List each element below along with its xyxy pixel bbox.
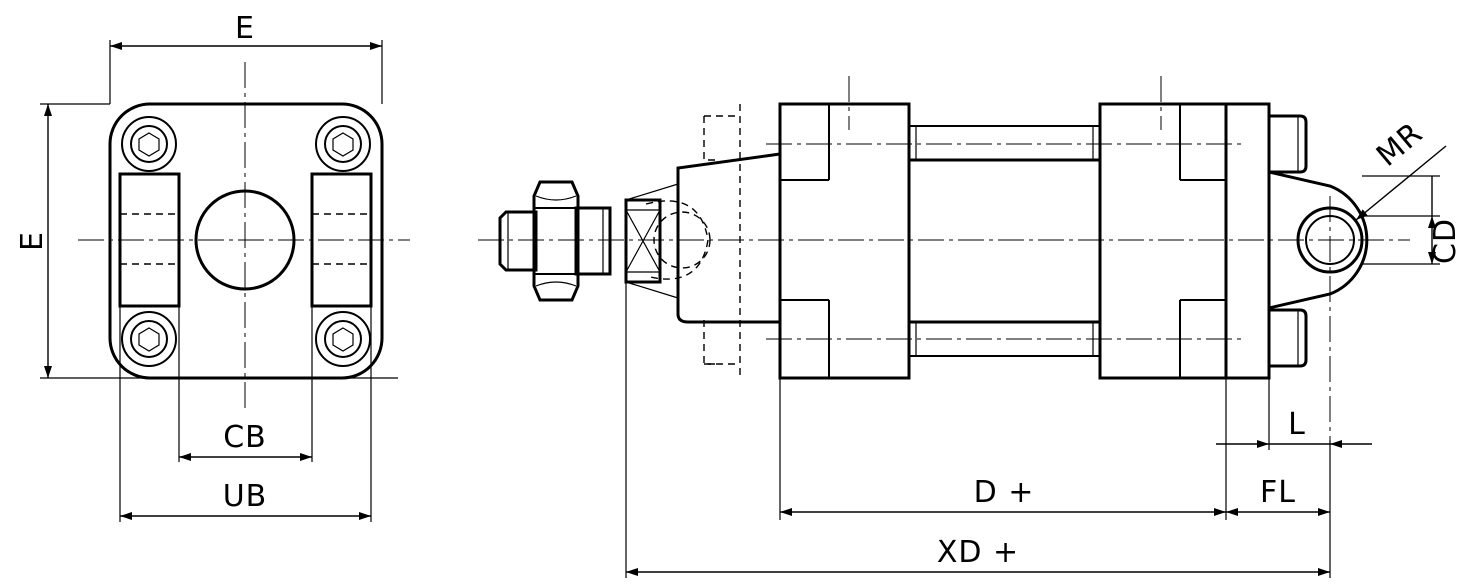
front-head xyxy=(778,102,911,380)
wrench-flat xyxy=(624,198,662,284)
label-d: D + xyxy=(974,475,1035,510)
label-mr: MR xyxy=(1370,116,1430,174)
corner-screw-bottom-left xyxy=(121,311,177,367)
clevis-ear-right xyxy=(310,172,373,308)
label-e-left: E xyxy=(15,231,50,251)
mounting-plate xyxy=(1224,102,1271,380)
barrel xyxy=(907,158,1102,324)
rod-thread xyxy=(498,206,612,276)
end-view: E E CB UB xyxy=(15,11,410,522)
lock-nut xyxy=(532,180,580,302)
label-ub: UB xyxy=(223,479,268,514)
tie-rod-top xyxy=(908,125,1101,161)
label-cd: CD xyxy=(1428,218,1463,264)
corner-screw-top-right xyxy=(315,116,371,172)
corner-screw-bottom-right xyxy=(315,311,371,367)
rear-head xyxy=(1098,102,1228,380)
dim-line-mr xyxy=(1355,145,1447,221)
label-cb: CB xyxy=(223,420,267,455)
rear-screw-bottom xyxy=(1267,308,1308,368)
label-e-top: E xyxy=(235,11,255,46)
clevis-ear-left xyxy=(118,172,181,308)
clevis-eye xyxy=(1268,170,1369,440)
corner-screw-top-left xyxy=(121,116,177,172)
rod-eye-hidden xyxy=(645,104,741,380)
rear-screw-top xyxy=(1267,114,1308,174)
front-cover xyxy=(676,152,782,324)
label-fl: FL xyxy=(1260,475,1296,510)
center-bore xyxy=(194,189,296,291)
side-view: MR CD L D + FL XD + xyxy=(478,76,1463,578)
label-xd: XD + xyxy=(937,535,1019,570)
label-l: L xyxy=(1288,407,1306,442)
